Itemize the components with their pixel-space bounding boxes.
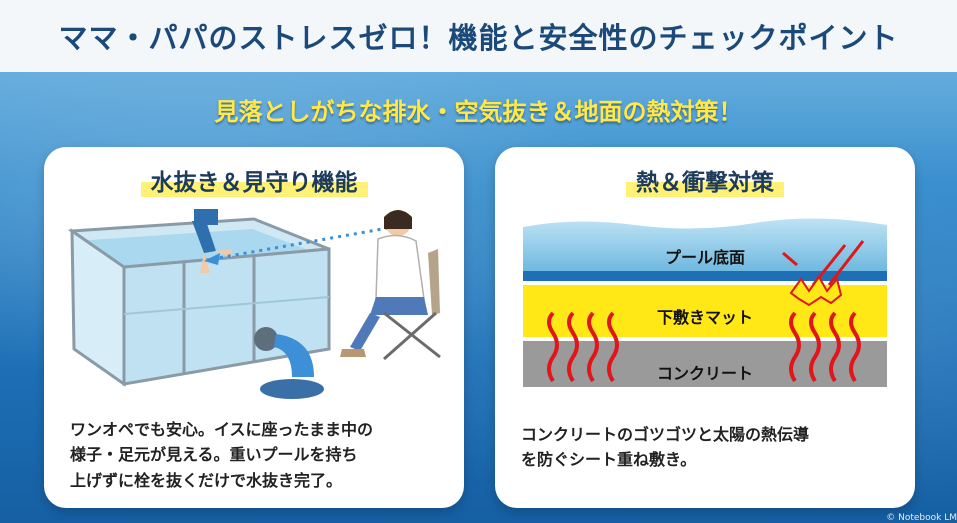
- parent-shoe: [340, 349, 366, 357]
- title-bar: ママ・パパのストレスゼロ！機能と安全性のチェックポイント: [0, 0, 957, 72]
- drain-card-line: 様子・足元が見える。重いプールを持ち: [70, 445, 358, 465]
- watermark: © Notebook LM: [886, 513, 957, 523]
- drain-card: 水抜き＆見守り機能 ワンオペでも安心。イスに座ったまま: [44, 147, 464, 508]
- heat-card-heading-text: 熱＆衝撃対策: [626, 161, 784, 199]
- heat-card-heading: 熱＆衝撃対策: [495, 161, 915, 199]
- parent-hair: [384, 210, 412, 229]
- chair-leg: [383, 311, 437, 361]
- parent-jeans: [370, 297, 428, 315]
- drain-hole: [260, 379, 324, 399]
- child-body: [194, 209, 218, 225]
- impact-arrow: [827, 240, 865, 286]
- pool-water-layer: [523, 218, 887, 271]
- heat-arrow: [567, 311, 579, 383]
- mat-label: 下敷きマット: [656, 308, 753, 327]
- pool-floor-label: プール底面: [664, 248, 745, 267]
- pool-floor-layer: [523, 271, 887, 281]
- drain-water-flow: [274, 334, 314, 377]
- heat-arrow: [547, 311, 559, 383]
- pool-water-surface: [76, 229, 322, 273]
- heat-arrow: [587, 311, 599, 383]
- subtitle: 見落としがちな排水・空気抜き＆地面の熱対策！: [214, 98, 743, 126]
- pool-illustration: [67, 209, 441, 399]
- heat-card-description: コンクリートのゴツゴツと太陽の熱伝導 を防ぐシート重ね敷き。: [521, 422, 901, 473]
- concrete-layer: [523, 341, 887, 387]
- child-leg: [200, 253, 210, 273]
- impact-burst-icon: [789, 275, 843, 307]
- heat-card-line: コンクリートのゴツゴツと太陽の熱伝導: [521, 425, 810, 444]
- drain-card-line: 上げずに栓を抜くだけで水抜き完了。: [70, 470, 343, 490]
- layers-illustration: [523, 218, 887, 387]
- heat-arrow: [849, 311, 861, 383]
- impact-arrow: [782, 251, 798, 267]
- child-leg: [214, 249, 232, 257]
- child-shorts: [192, 221, 216, 253]
- drain-card-heading: 水抜き＆見守り機能: [44, 161, 464, 199]
- heat-card: 熱＆衝撃対策 プール底面 下敷きマット コンクリート: [495, 147, 915, 508]
- pool-side-wall: [70, 228, 126, 387]
- heat-arrow: [809, 311, 821, 383]
- heat-card-line: を防ぐシート重ね敷き。: [521, 450, 697, 470]
- line-of-sight: [211, 225, 395, 261]
- page-title: ママ・パパのストレスゼロ！機能と安全性のチェックポイント: [58, 21, 899, 55]
- heat-arrow: [789, 311, 801, 383]
- concrete-label: コンクリート: [656, 364, 753, 383]
- heat-arrow: [607, 311, 619, 383]
- drain-valve-icon: [254, 327, 278, 351]
- parent-shirt: [375, 234, 425, 300]
- drain-card-heading-text: 水抜き＆見守り機能: [140, 161, 368, 199]
- line-of-sight-arrowhead: [204, 253, 220, 265]
- drain-card-line: ワンオペでも安心。イスに座ったまま中の: [70, 420, 374, 439]
- heat-arrow: [829, 311, 841, 383]
- chair-back: [428, 249, 440, 315]
- parent-leg: [350, 313, 380, 351]
- drain-card-description: ワンオペでも安心。イスに座ったまま中の 様子・足元が見える。重いプールを持ち 上…: [70, 417, 450, 493]
- pool-water-line: [123, 296, 330, 315]
